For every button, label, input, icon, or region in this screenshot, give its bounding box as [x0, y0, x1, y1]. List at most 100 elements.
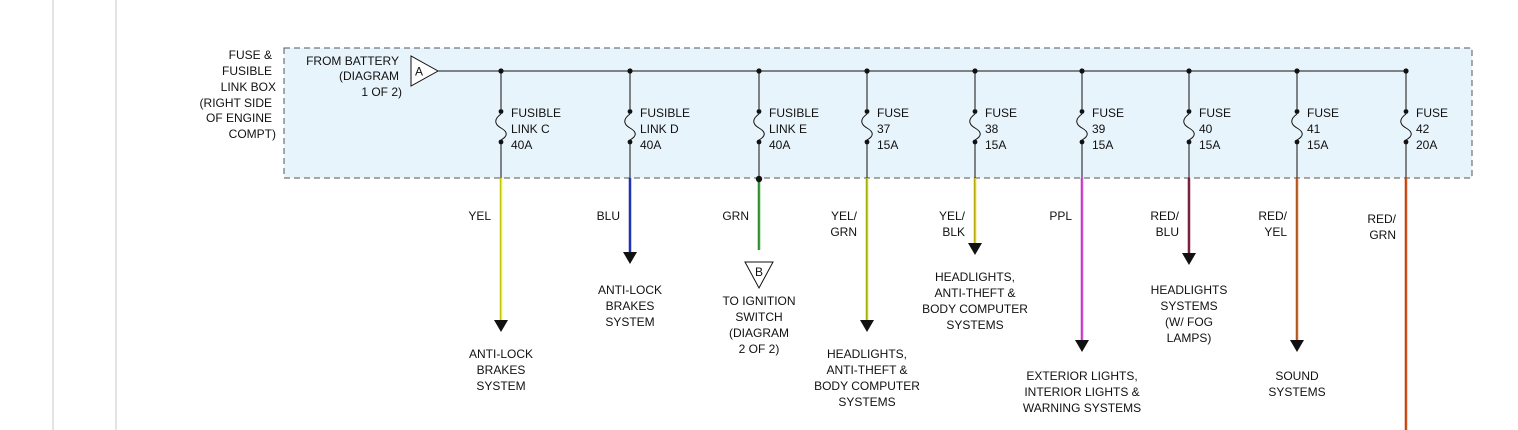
wire-color-label: GRN [1369, 228, 1396, 242]
wire-color-label: BLU [1156, 225, 1179, 239]
load-label-line: BODY COMPUTER [922, 302, 1028, 316]
left-gutter-rail [115, 0, 117, 430]
load-label-line: SYSTEM [476, 379, 525, 393]
wire-color-label: PPL [1049, 209, 1072, 223]
connector-a-letter: A [415, 65, 423, 79]
load-label-line: SYSTEMS [946, 318, 1003, 332]
fuse-label-line: FUSE [1416, 106, 1448, 120]
load-label-line: HEADLIGHTS [1151, 283, 1228, 297]
load-label-line: (DIAGRAM [729, 326, 789, 340]
fuse-symbol [1183, 113, 1195, 141]
fuse-terminal-dot [864, 139, 870, 145]
fuse-label-line: 15A [877, 138, 898, 152]
fuse-box-label-line: FUSE & [229, 48, 272, 62]
fuse-label-line: 42 [1416, 122, 1430, 136]
fuse-terminal-dot [972, 139, 978, 145]
splice-dot [755, 175, 763, 183]
fusible-link-symbol [495, 113, 507, 141]
wire-color-label: YEL/ [831, 209, 858, 223]
fuse-terminal-dot [627, 139, 633, 145]
fuse-label-line: 40A [769, 138, 790, 152]
fuse-label-line: 15A [1092, 138, 1113, 152]
load-label-line: 2 OF 2) [739, 342, 780, 356]
fuse-terminal-dot [1079, 139, 1085, 145]
arrow-head [968, 243, 982, 255]
load-label-line: TO IGNITION [722, 294, 795, 308]
fuse-box-label-line: COMPT) [229, 127, 276, 141]
fuse-terminal-dot [498, 109, 504, 114]
fuse-label-line: FUSE [1092, 106, 1124, 120]
arrow-head [860, 320, 874, 332]
fuse-label-line: 15A [985, 138, 1006, 152]
load-label-line: HEADLIGHTS, [827, 347, 907, 361]
fuse-label-line: FUSIBLE [511, 106, 561, 120]
wire-color-label: YEL/ [939, 209, 966, 223]
wire-color-label: BLK [942, 225, 965, 239]
fuse-label-line: FUSE [1199, 106, 1231, 120]
left-scroll-rail [52, 0, 54, 430]
fuse-label-line: FUSE [1307, 106, 1339, 120]
fuse-label-line: 20A [1416, 138, 1437, 152]
load-label-line: BODY COMPUTER [814, 379, 920, 393]
fuse-symbol [1291, 113, 1303, 141]
fuse-label-line: 38 [985, 122, 999, 136]
connector-b-letter: B [755, 265, 763, 279]
fuse-terminal-dot [1294, 109, 1300, 114]
fuse-terminal-dot [972, 109, 978, 114]
fuse-label-line: 40A [511, 138, 532, 152]
fuse-symbol [1400, 113, 1412, 141]
load-label-line: WARNING SYSTEMS [1023, 401, 1141, 415]
connector-a: A [410, 55, 440, 87]
load-label-line: ANTI-LOCK [469, 347, 533, 361]
fuse-label-line: LINK D [640, 122, 679, 136]
circuit-branch: FUSE 38 15A YEL/BLK HEADLIGHTS, ANTI-THEFT & B… [922, 68, 1028, 332]
wire-color-label: YEL [468, 209, 491, 223]
fuse-box-label-line: OF ENGINE [206, 111, 272, 125]
connector-b-triangle [744, 261, 774, 290]
fuse-label-line: 37 [877, 122, 891, 136]
load-label-line: ANTI-THEFT & [934, 286, 1015, 300]
fuse-terminal-dot [627, 109, 633, 114]
fuse-terminal-dot [1186, 139, 1192, 145]
fuse-box-label-line: FUSIBLE [222, 64, 272, 78]
load-label-line: LAMPS) [1167, 331, 1212, 345]
wire-color-label: GRN [830, 225, 857, 239]
fuse-label-line: 40 [1199, 122, 1213, 136]
fuse-symbol [969, 113, 981, 141]
fuse-label-line: LINK E [769, 122, 807, 136]
source-label-line: 1 OF 2) [361, 85, 402, 99]
load-label-line: HEADLIGHTS, [935, 270, 1015, 284]
fuse-label-line: FUSIBLE [640, 106, 690, 120]
fuse-label-line: 40A [640, 138, 661, 152]
source-label-line: (DIAGRAM [339, 69, 399, 83]
load-label-line: SYSTEMS [1268, 385, 1325, 399]
load-label-line: EXTERIOR LIGHTS, [1026, 369, 1137, 383]
source-label: FROM BATTERY (DIAGRAM 1 OF 2) [306, 54, 402, 99]
fuse-terminal-dot [498, 139, 504, 145]
load-label-line: SOUND [1275, 369, 1319, 383]
wire-color-label: RED/ [1150, 209, 1179, 223]
fuse-label-line: FUSE [985, 106, 1017, 120]
load-label-line: ANTI-LOCK [598, 283, 662, 297]
wire-color-label: GRN [722, 209, 749, 223]
wire-color-label: YEL [1264, 225, 1287, 239]
load-label-line: SWITCH [735, 310, 782, 324]
fuse-box-label-line: (RIGHT SIDE [200, 96, 272, 110]
wire-color-label: RED/ [1367, 212, 1396, 226]
source-label-line: FROM BATTERY [306, 54, 399, 68]
circuit-branch: FUSE 42 20A RED/GRN [1367, 68, 1448, 430]
fuse-box-label-line: LINK BOX [221, 80, 276, 94]
fuse-label-line: 15A [1307, 138, 1328, 152]
fuse-label-line: FUSE [877, 106, 909, 120]
fuse-symbol [861, 113, 873, 141]
fuse-terminal-dot [1403, 139, 1409, 145]
fusible-link-symbol [624, 113, 636, 141]
load-label-line: SYSTEM [605, 315, 654, 329]
